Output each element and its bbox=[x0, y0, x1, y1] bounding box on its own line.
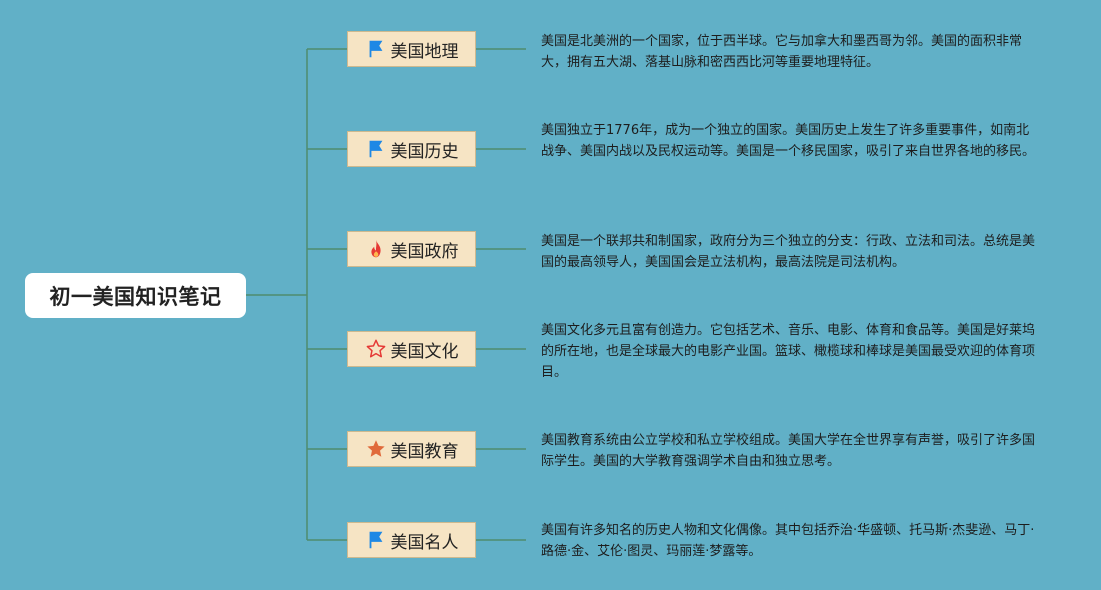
leaf-note-education: 美国教育系统由公立学校和私立学校组成。美国大学在全世界享有声誉，吸引了许多国际学… bbox=[541, 433, 1036, 469]
leaf-note-government: 美国是一个联邦共和制国家，政府分为三个独立的分支：行政、立法和司法。总统是美国的… bbox=[541, 234, 1036, 270]
filled-star-icon bbox=[365, 438, 387, 460]
branch-node-government[interactable]: 美国政府 bbox=[347, 231, 476, 267]
blue-flag-icon bbox=[365, 138, 387, 160]
leaf-note-history: 美国独立于1776年，成为一个独立的国家。美国历史上发生了许多重要事件，如南北战… bbox=[541, 123, 1036, 159]
branch-label: 美国地理 bbox=[390, 41, 459, 62]
branch-node-education[interactable]: 美国教育 bbox=[347, 431, 476, 467]
blue-flag-icon bbox=[365, 529, 387, 551]
branch-node-history[interactable]: 美国历史 bbox=[347, 131, 476, 167]
branch-label: 美国教育 bbox=[390, 441, 459, 462]
leaf-note-culture: 美国文化多元且富有创造力。它包括艺术、音乐、电影、体育和食品等。美国是好莱坞的所… bbox=[541, 323, 1036, 380]
branch-node-geography[interactable]: 美国地理 bbox=[347, 31, 476, 67]
blue-flag-icon bbox=[365, 38, 387, 60]
branch-label: 美国政府 bbox=[390, 241, 459, 262]
branch-label: 美国名人 bbox=[390, 532, 459, 553]
branch-label: 美国文化 bbox=[390, 341, 459, 362]
branch-node-celebrities[interactable]: 美国名人 bbox=[347, 522, 476, 558]
root-node[interactable]: 初一美国知识笔记 bbox=[25, 273, 246, 318]
leaf-note-celebrities: 美国有许多知名的历史人物和文化偶像。其中包括乔治·华盛顿、托马斯·杰斐逊、马丁·… bbox=[541, 523, 1035, 559]
outline-star-icon bbox=[365, 338, 387, 360]
fire-icon bbox=[365, 238, 387, 260]
leaf-note-geography: 美国是北美洲的一个国家，位于西半球。它与加拿大和墨西哥为邻。美国的面积非常大，拥… bbox=[541, 34, 1023, 70]
root-title: 初一美国知识笔记 bbox=[49, 284, 222, 309]
branch-node-culture[interactable]: 美国文化 bbox=[347, 331, 476, 367]
branch-label: 美国历史 bbox=[390, 141, 459, 162]
